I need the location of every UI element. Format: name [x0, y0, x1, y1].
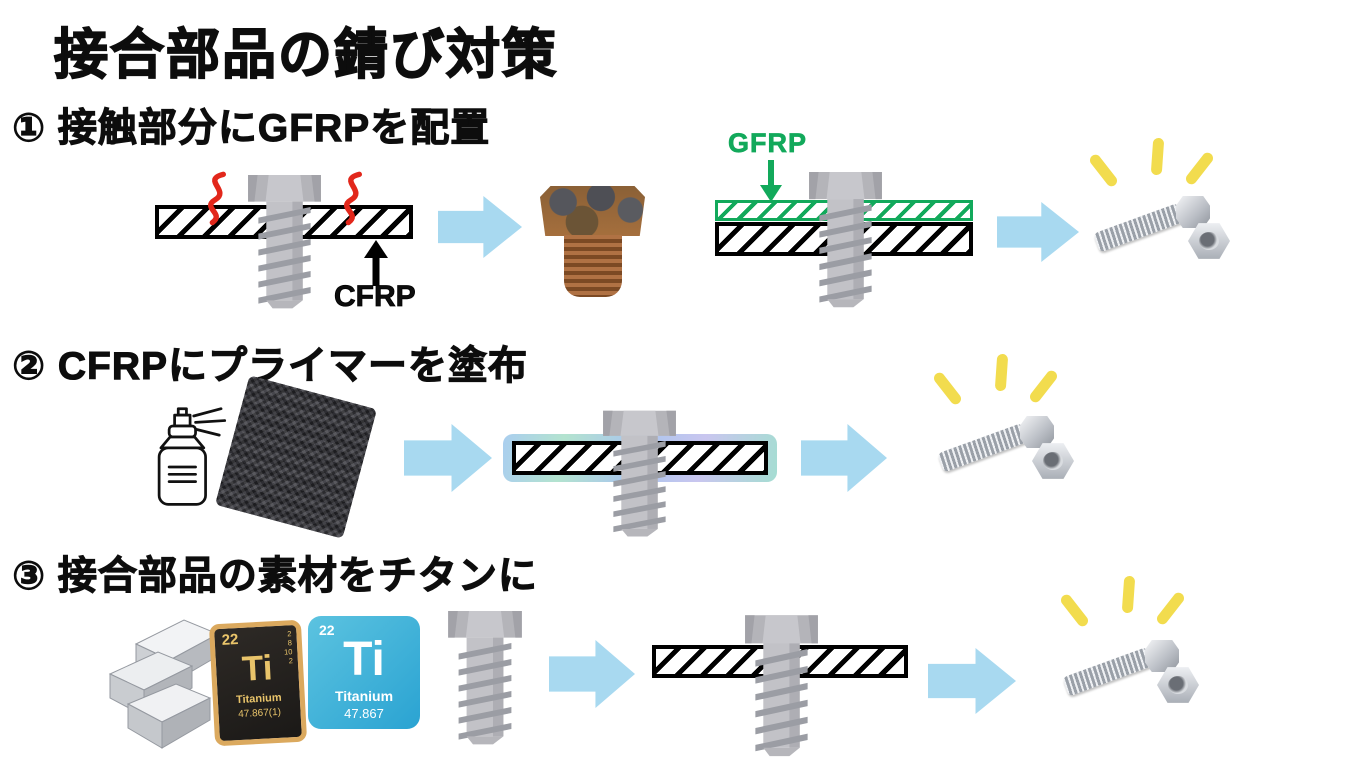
corrosion-squiggle-icon — [332, 166, 372, 230]
arrow-right-icon — [549, 640, 635, 708]
atomic-number: 22 — [221, 630, 239, 649]
step1-heading: ① 接触部分にGFRPを配置 — [11, 106, 491, 150]
shiny-bolt-image — [1055, 572, 1210, 714]
spray-can-icon — [157, 407, 227, 506]
corrosion-squiggle-icon — [196, 166, 236, 230]
shiny-bolt-head — [1176, 196, 1210, 228]
hex-nut — [1188, 223, 1230, 259]
bolt-icon — [809, 172, 882, 308]
rusty-bolt-head — [540, 186, 645, 236]
cfrp-label: CFRP — [334, 280, 416, 314]
nut-hole — [1043, 452, 1063, 470]
sparkle-icon — [1154, 590, 1187, 627]
element-symbol: Ti — [343, 633, 385, 686]
arrow-right-icon — [404, 424, 492, 492]
cfrp-pointer-arrow-icon — [364, 240, 388, 286]
titanium-ingots-image — [108, 619, 220, 749]
carbon-fiber-sheet-image — [214, 375, 378, 539]
bolt-icon — [745, 615, 818, 757]
bolt-icon — [248, 175, 321, 309]
sparkle-icon — [1183, 150, 1216, 187]
shiny-bolt-shank — [1062, 647, 1152, 697]
titanium-element-tile-blue: 22 Ti Titanium 47.867 — [308, 616, 420, 729]
arrow-right-icon — [997, 202, 1079, 262]
sparkle-icon — [994, 353, 1009, 392]
sparkle-icon — [1027, 368, 1060, 405]
element-name: Titanium — [235, 691, 282, 707]
atomic-number: 22 — [319, 622, 335, 638]
shiny-bolt-head — [1145, 640, 1179, 672]
element-symbol: Ti — [240, 648, 274, 689]
shiny-bolt-head — [1020, 416, 1054, 448]
gfrp-label: GFRP — [728, 128, 808, 159]
arrow-right-icon — [438, 196, 522, 258]
element-name: Titanium — [334, 688, 394, 704]
page-title: 接合部品の錆び対策 — [53, 24, 558, 86]
sparkle-icon — [1150, 137, 1165, 176]
rusty-bolt-shank — [564, 235, 622, 297]
nut-hole — [1168, 676, 1188, 694]
arrow-right-icon — [801, 424, 887, 492]
shiny-bolt-image — [1087, 137, 1243, 273]
nut-hole — [1199, 232, 1219, 250]
shiny-bolt-image — [930, 352, 1085, 492]
sparkle-icon — [1121, 575, 1136, 614]
bolt-icon — [448, 611, 522, 745]
step3-heading: ③ 接合部品の素材をチタンに — [11, 554, 538, 598]
atomic-mass: 47.867(1) — [237, 706, 282, 721]
atomic-mass: 47.867 — [344, 706, 384, 721]
sparkle-icon — [931, 370, 964, 407]
sparkle-icon — [1087, 152, 1120, 189]
arrow-right-icon — [928, 648, 1016, 714]
shiny-bolt-shank — [937, 423, 1027, 473]
bolt-icon — [603, 410, 676, 537]
shiny-bolt-shank — [1093, 203, 1183, 253]
titanium-element-tile-dark: 22 2 8 10 2 Ti Titanium 47.867(1) — [208, 619, 308, 747]
gfrp-pointer-arrow-icon — [760, 160, 782, 202]
sparkle-icon — [1058, 592, 1091, 629]
